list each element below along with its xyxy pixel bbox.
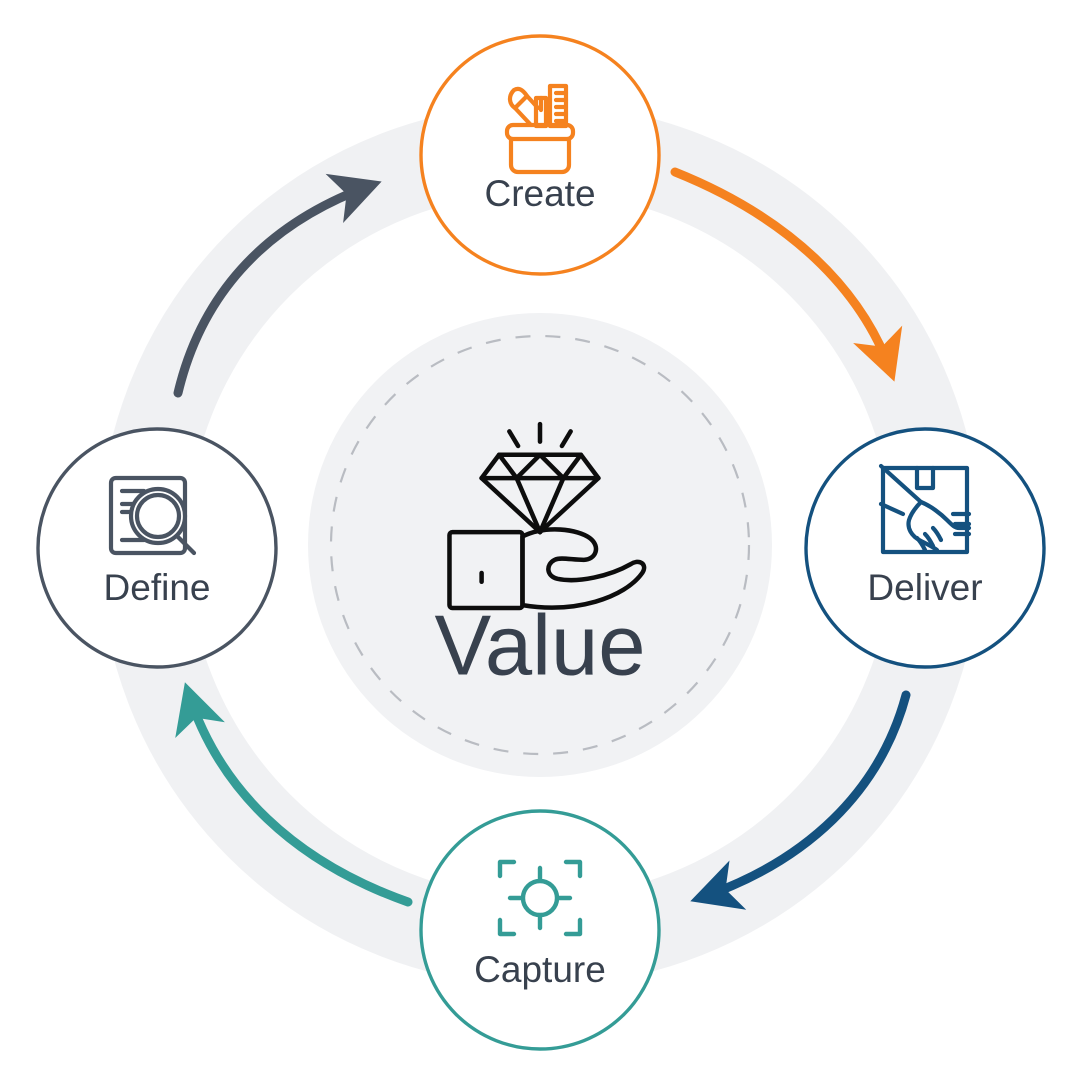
pencil-cup-icon xyxy=(504,83,576,175)
node-define-circle[interactable] xyxy=(36,427,278,669)
center-value-group: Value xyxy=(434,421,647,693)
node-capture-label: Capture xyxy=(474,949,606,990)
node-create-label: Create xyxy=(484,173,595,214)
arrow-define-to-create xyxy=(173,173,382,398)
center-disc xyxy=(308,313,772,777)
center-dashed-circle xyxy=(329,334,751,756)
center-title: Value xyxy=(434,598,645,693)
node-capture[interactable]: Capture xyxy=(419,809,661,1051)
arrow-capture-to-define xyxy=(175,682,413,907)
node-create[interactable]: Create xyxy=(419,34,661,276)
node-define-label: Define xyxy=(104,567,211,608)
arrow-deliver-to-capture xyxy=(690,690,911,910)
arrow-create-to-deliver xyxy=(670,167,903,382)
hand-receiving-package-icon xyxy=(878,463,972,555)
node-define[interactable]: Define xyxy=(36,427,278,669)
node-deliver[interactable]: Deliver xyxy=(804,427,1046,669)
hand-holding-diamond-icon xyxy=(447,421,647,611)
document-magnifier-icon xyxy=(108,475,197,556)
focus-target-icon xyxy=(497,859,583,937)
node-deliver-label: Deliver xyxy=(867,567,982,608)
node-create-circle[interactable] xyxy=(419,34,661,276)
